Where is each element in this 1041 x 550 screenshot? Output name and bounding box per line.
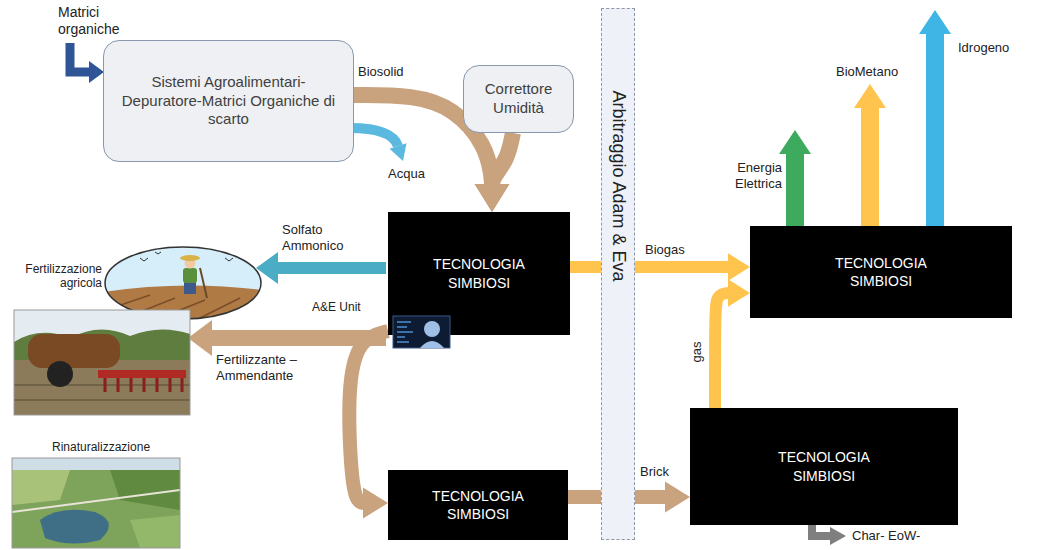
flow-label: Brick bbox=[640, 464, 669, 480]
biomethane-arrow bbox=[861, 104, 879, 226]
photo-rows bbox=[14, 385, 190, 400]
technology-box: TECNOLOGIA SIMBIOSI bbox=[388, 212, 570, 335]
flow-arrow-head bbox=[363, 487, 388, 518]
harrow-frame bbox=[98, 370, 186, 378]
node-text: Sistemi Agroalimentari- Depuratore-Matri… bbox=[116, 73, 341, 129]
cartoon-birds bbox=[140, 252, 233, 261]
landscape-sky bbox=[12, 458, 180, 470]
flow-label: Biogas bbox=[645, 242, 685, 258]
landscape-wood bbox=[110, 470, 180, 510]
landscape-field bbox=[12, 470, 70, 505]
landscape-photo bbox=[12, 458, 180, 548]
electricity-arrow-head bbox=[779, 130, 811, 154]
flow-arrow-head bbox=[475, 184, 510, 212]
photo-frame bbox=[14, 310, 190, 415]
annotation-label: Char- EoW- bbox=[852, 528, 920, 544]
input-arrow bbox=[70, 43, 90, 72]
farmer-hat bbox=[180, 255, 200, 261]
hydrogen-arrow bbox=[926, 30, 944, 226]
farmer-trousers bbox=[184, 282, 196, 294]
flow-arrow-head bbox=[728, 253, 750, 281]
cartoon-sky bbox=[104, 246, 262, 320]
node-text: TECNOLOGIA SIMBIOSI bbox=[423, 487, 533, 523]
flow-arrow bbox=[475, 133, 513, 212]
fertiliser-arrow-head bbox=[188, 320, 212, 356]
water-arrow-head bbox=[390, 143, 407, 161]
flow-arrow bbox=[349, 331, 388, 519]
source-box: Sistemi Agroalimentari- Depuratore-Matri… bbox=[103, 40, 354, 162]
harrow-tines bbox=[105, 378, 182, 392]
cartoon-frame bbox=[105, 247, 261, 319]
slurry-tank bbox=[28, 334, 120, 368]
photo-sky bbox=[14, 310, 190, 415]
flow-arrow-head bbox=[665, 481, 690, 512]
node-text: TECNOLOGIA SIMBIOSI bbox=[826, 254, 936, 290]
robot-shoulders bbox=[420, 341, 444, 348]
node-text: TECNOLOGIA SIMBIOSI bbox=[424, 255, 534, 291]
annotation-label: Acqua bbox=[388, 166, 425, 182]
landscape-ground bbox=[12, 458, 180, 548]
sulphate-arrow bbox=[276, 262, 386, 274]
flow-arrow-body bbox=[492, 133, 513, 187]
annotation-label: Fertilizzante – Ammendante bbox=[216, 352, 328, 383]
flow-arrow-head bbox=[475, 184, 510, 212]
annotation-label: Fertilizzazione agricola bbox=[6, 262, 102, 291]
annotation-label: Rinaturalizzazione bbox=[52, 440, 150, 454]
tractor-photo bbox=[14, 310, 190, 415]
tank-wheel bbox=[47, 361, 73, 387]
electricity-arrow bbox=[786, 150, 804, 226]
hydrogen-arrow-head bbox=[919, 10, 951, 34]
landscape-pond bbox=[40, 510, 109, 544]
farmer-spade bbox=[200, 268, 207, 298]
landscape-meadow bbox=[130, 515, 180, 548]
arbitrage-band: Arbitraggio Adam & Eva bbox=[601, 8, 635, 540]
flow-arrow bbox=[715, 279, 750, 408]
technology-box: TECNOLOGIA SIMBIOSI bbox=[388, 470, 568, 540]
landscape-road bbox=[12, 490, 180, 512]
flow-arrow-body bbox=[570, 261, 730, 273]
farmer-cartoon bbox=[104, 246, 262, 320]
flow-label: Biosolid bbox=[358, 64, 404, 80]
photo-field bbox=[14, 360, 190, 415]
node-text: TECNOLOGIA SIMBIOSI bbox=[769, 448, 879, 484]
biomethane-arrow-head bbox=[854, 84, 886, 108]
node-text: Correttore Umidità bbox=[476, 80, 561, 118]
flow-arrow-head bbox=[728, 279, 750, 307]
annotation-label: Matrici organiche bbox=[58, 4, 130, 38]
char-arrow-head bbox=[830, 527, 846, 545]
moisture-box: Correttore Umidità bbox=[463, 65, 574, 133]
flow-arrow bbox=[570, 253, 750, 281]
annotation-label: Solfato Ammonico bbox=[282, 222, 354, 253]
annotation-label: BioMetano bbox=[836, 64, 898, 80]
flow-arrow-body bbox=[349, 331, 388, 503]
annotation-label: Idrogeno bbox=[958, 40, 1009, 56]
flow-arrow-body bbox=[715, 293, 730, 408]
technology-box: TECNOLOGIA SIMBIOSI bbox=[690, 408, 958, 525]
technology-box: TECNOLOGIA SIMBIOSI bbox=[750, 226, 1012, 318]
photo-frame bbox=[12, 458, 180, 548]
water-arrow bbox=[350, 128, 398, 146]
annotation-label: A&E Unit bbox=[312, 300, 361, 314]
annotation-label: Energia Elettrica bbox=[726, 160, 782, 191]
input-arrow-head bbox=[89, 61, 104, 83]
node-text: Arbitraggio Adam & Eva bbox=[606, 84, 631, 287]
flow-label: gas bbox=[689, 342, 705, 363]
farmer-shirt bbox=[183, 268, 197, 283]
